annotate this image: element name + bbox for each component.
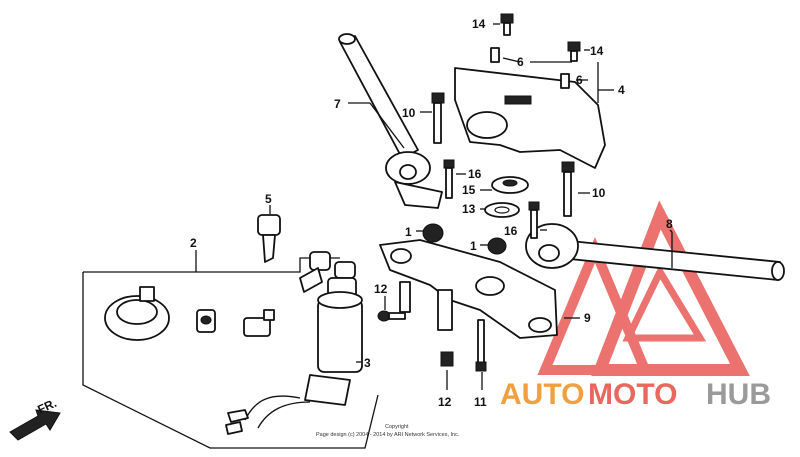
callout-15: 15 <box>462 183 476 197</box>
callout-1: 1 <box>470 239 477 253</box>
callout-10: 10 <box>592 186 606 200</box>
callout-3: 3 <box>364 356 371 370</box>
callout-7: 7 <box>334 97 341 111</box>
upper-handlebar-holder <box>454 67 606 169</box>
ignition-switch <box>225 277 363 435</box>
bolt-10 <box>561 161 575 217</box>
callout-13: 13 <box>462 202 476 216</box>
washer-13 <box>484 202 520 218</box>
lock-cylinder <box>196 309 216 333</box>
callout-9: 9 <box>584 311 591 325</box>
watermark-auto: AUTO <box>500 378 584 411</box>
right-handlebar <box>525 223 785 281</box>
callout-16: 16 <box>468 167 482 181</box>
watermark-hub: HUB <box>706 378 771 411</box>
callout-8: 8 <box>666 217 673 231</box>
callout-2: 2 <box>190 236 197 250</box>
callout-11: 11 <box>474 395 487 409</box>
top-bridge <box>379 239 558 339</box>
bolt-10 <box>431 92 445 144</box>
seat-lock <box>243 309 275 337</box>
callout-14: 14 <box>590 44 604 58</box>
bolt-14 <box>567 41 581 62</box>
bolt-14 <box>500 13 514 36</box>
watermark-logo <box>537 200 750 376</box>
callout-14: 14 <box>472 17 486 31</box>
bolt-12 <box>377 310 406 322</box>
callout-numbers: 14 6 14 6 4 7 10 16 15 10 5 13 16 8 1 2 … <box>190 17 673 409</box>
dowel-pin <box>560 73 570 89</box>
fuel-cap <box>104 286 170 341</box>
front-direction-arrow <box>9 409 61 441</box>
ignition-keys <box>299 251 356 293</box>
callout-6: 6 <box>576 73 583 87</box>
bolt-16 <box>443 159 455 199</box>
left-handlebar <box>338 33 443 209</box>
callout-5: 5 <box>265 192 272 206</box>
bolt-11 <box>475 319 487 372</box>
callout-12: 12 <box>438 395 452 409</box>
copyright-line-1: Copyright <box>385 424 409 430</box>
rubber-1 <box>422 223 444 243</box>
callout-12: 12 <box>374 282 388 296</box>
callout-16: 16 <box>504 224 518 238</box>
callout-1: 1 <box>405 225 412 239</box>
leader-lines <box>195 23 673 390</box>
bolt-16 <box>528 201 540 239</box>
watermark-text: AUTO MOTO HUB <box>500 378 771 411</box>
rubber-1 <box>487 237 507 255</box>
dowel-pin <box>490 47 500 63</box>
nut-15 <box>491 176 529 194</box>
callout-6: 6 <box>517 55 524 69</box>
callout-10: 10 <box>402 106 416 120</box>
callout-4: 4 <box>618 83 625 97</box>
nut-12 <box>440 351 454 367</box>
key-5 <box>257 214 281 263</box>
copyright-line-2: Page design (c) 2004 - 2014 by ARI Netwo… <box>316 432 460 438</box>
watermark-moto: MOTO <box>588 378 677 411</box>
